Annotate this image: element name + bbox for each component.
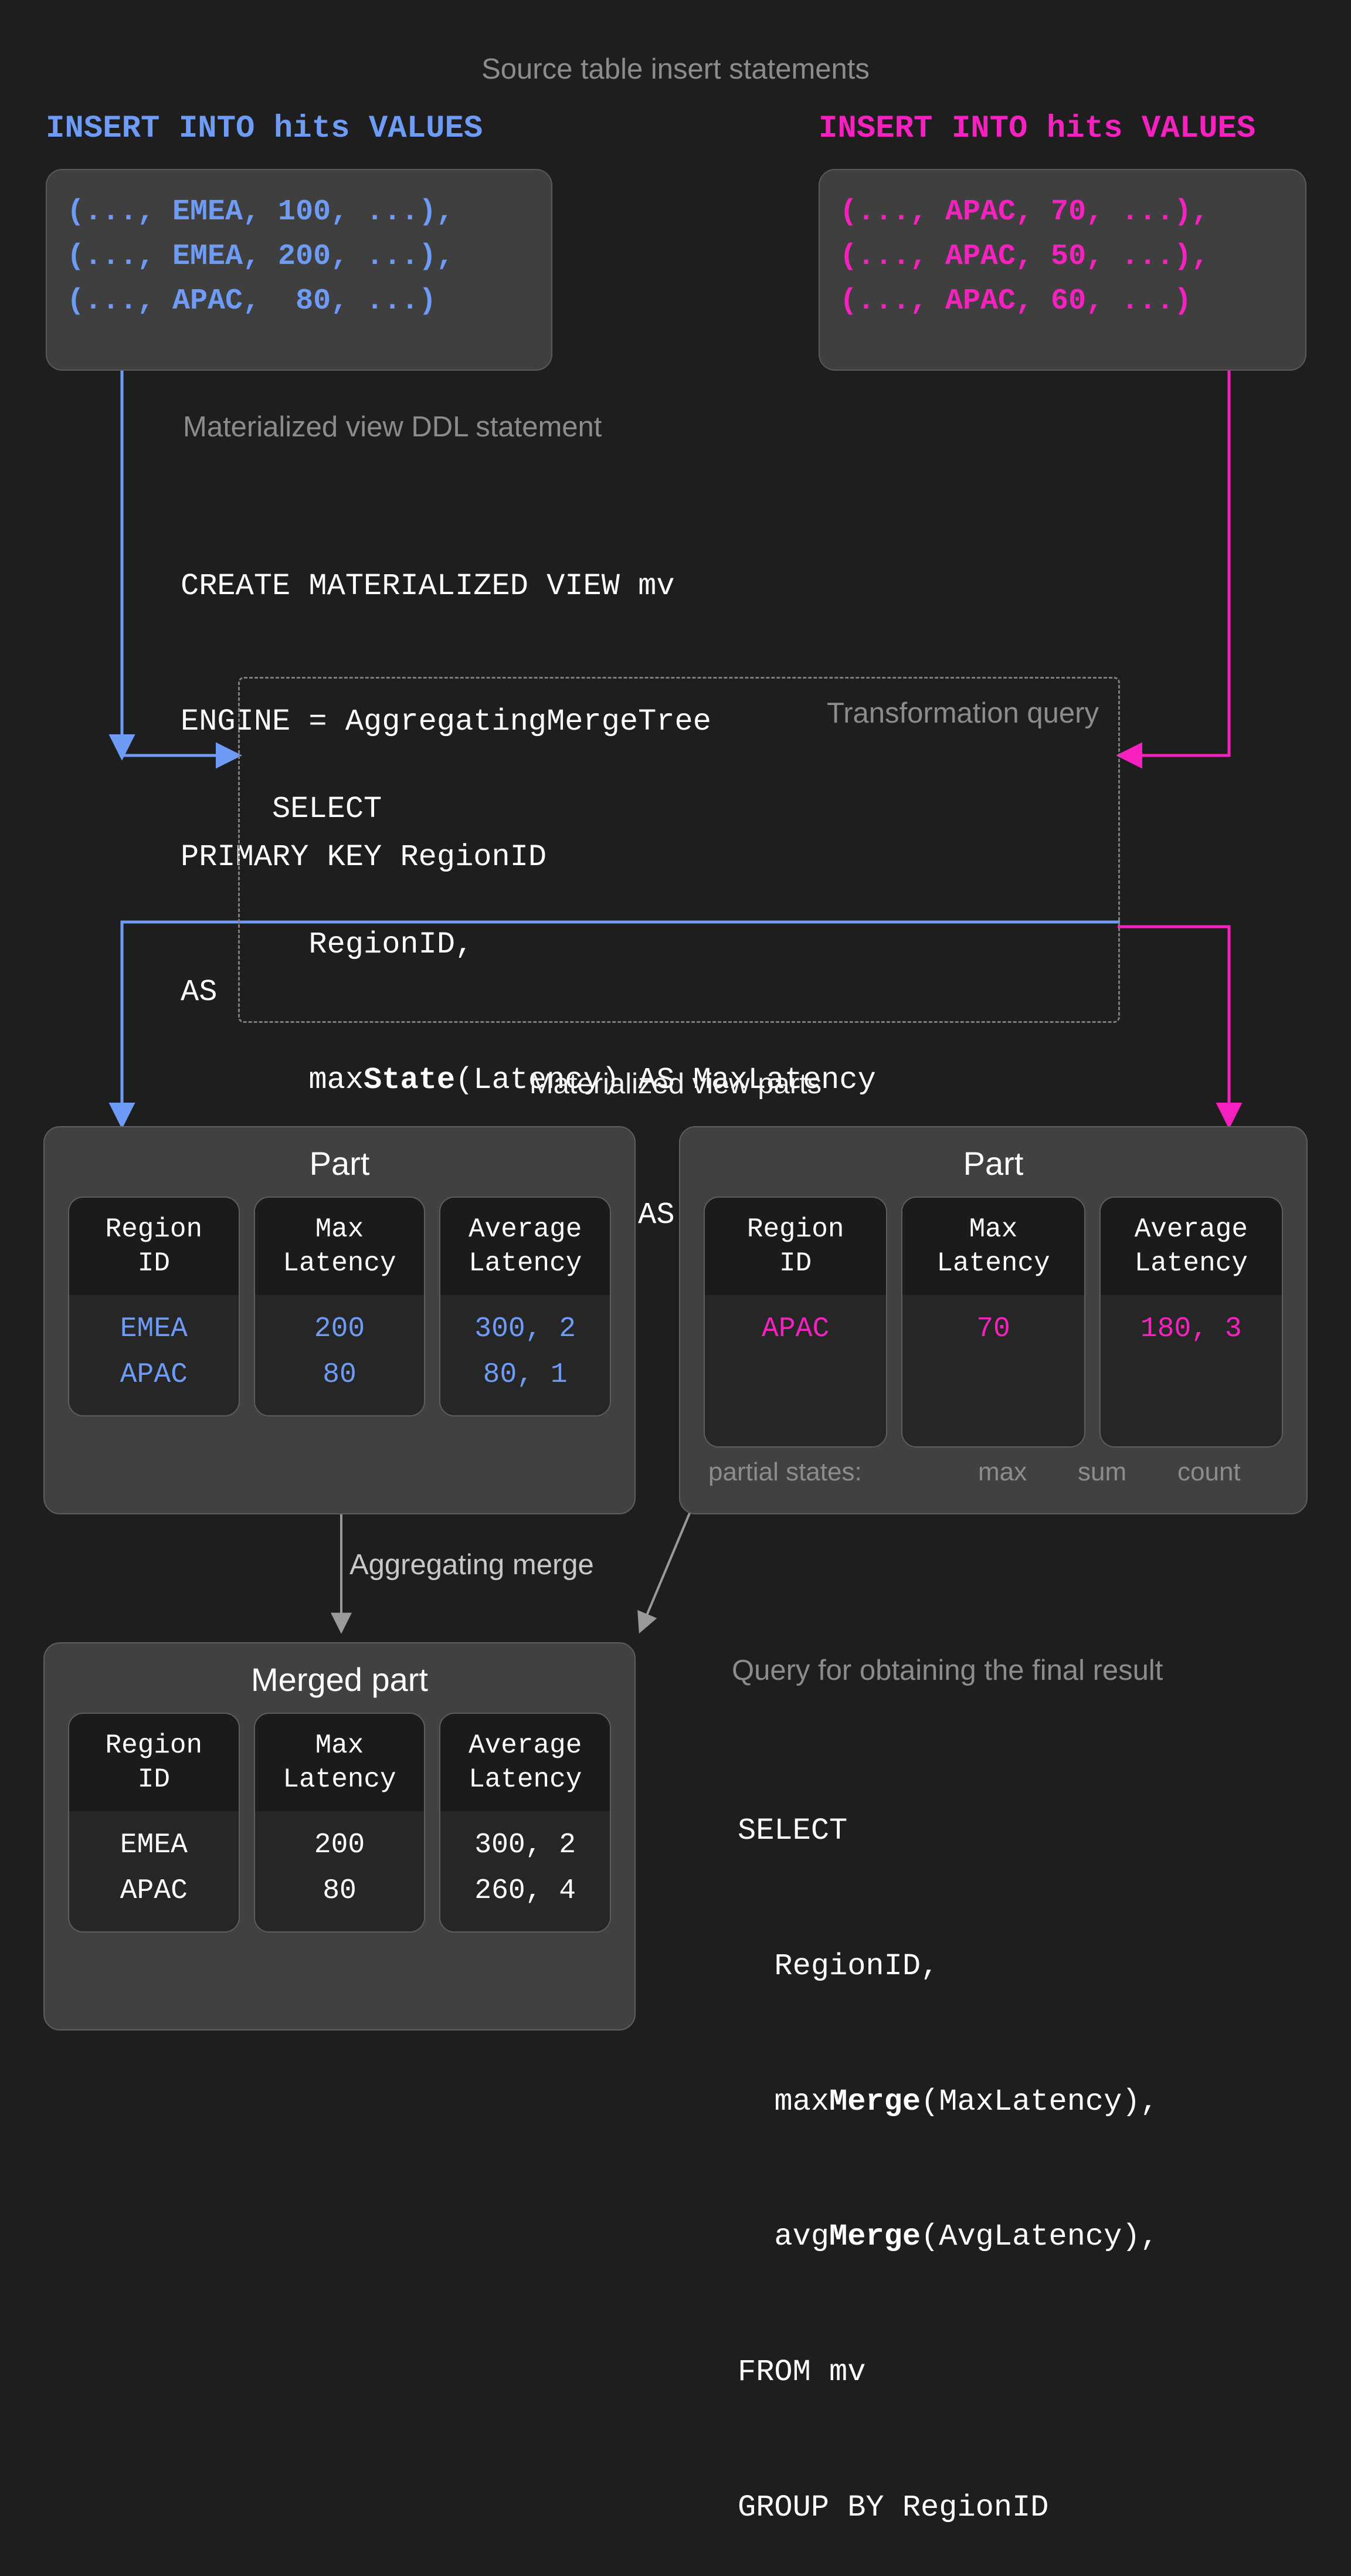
tq-maxstate-post: (Latency) AS MaxLatency bbox=[455, 1062, 876, 1097]
ddl-caption: Materialized view DDL statement bbox=[183, 411, 602, 443]
merged-part: Merged part Region ID EMEA APAC Max Late… bbox=[43, 1642, 636, 2031]
table-cell: 70 bbox=[976, 1313, 1010, 1345]
tq-line-maxstate: maxState(Latency) AS MaxLatency bbox=[272, 1058, 876, 1103]
table-cell: EMEA bbox=[120, 1829, 188, 1861]
partial-states-max: max bbox=[978, 1458, 1027, 1486]
insert-row: (..., APAC, 60, ...) bbox=[840, 284, 1192, 318]
column-header: Average Latency bbox=[1100, 1198, 1282, 1295]
tq-maxstate-bold: State bbox=[364, 1062, 456, 1097]
fq-avgmerge-pre: avg bbox=[738, 2219, 830, 2255]
ddl-line: AS bbox=[181, 975, 218, 1010]
aggregating-merge-label: Aggregating merge bbox=[349, 1549, 594, 1581]
final-query-code: SELECT RegionID, maxMerge(MaxLatency), a… bbox=[738, 1719, 1159, 2576]
table-cell: 260, 4 bbox=[474, 1875, 576, 1907]
column-header: Region ID bbox=[705, 1198, 887, 1295]
column-header: Region ID bbox=[69, 1198, 239, 1295]
fq-maxmerge-post: (MaxLatency), bbox=[921, 2084, 1159, 2119]
column-body: EMEA APAC bbox=[69, 1811, 239, 1932]
tq-line-select: SELECT bbox=[272, 791, 382, 826]
tq-line-regionid: RegionID, bbox=[272, 927, 474, 962]
table-cell: 300, 2 bbox=[474, 1313, 576, 1345]
column-region-id: Region ID EMEA APAC bbox=[68, 1197, 240, 1417]
column-body: EMEA APAC bbox=[69, 1294, 239, 1416]
mv-part-right: Part Region ID APAC Max Latency 70 Avera… bbox=[679, 1126, 1308, 1514]
table-cell: APAC bbox=[762, 1313, 830, 1345]
partial-states-sum: sum bbox=[1078, 1458, 1127, 1486]
column-max-latency: Max Latency 70 bbox=[901, 1197, 1085, 1448]
column-body: 200 80 bbox=[254, 1294, 425, 1416]
insert-row: (..., APAC, 70, ...), bbox=[840, 195, 1210, 229]
column-body: 70 bbox=[902, 1294, 1084, 1446]
source-section-caption: Source table insert statements bbox=[481, 53, 870, 85]
table-cell: EMEA bbox=[120, 1313, 188, 1345]
insert-row: (..., APAC, 80, ...) bbox=[67, 284, 437, 318]
insert-header-right: INSERT INTO hits VALUES bbox=[819, 111, 1256, 147]
ddl-line: CREATE MATERIALIZED VIEW mv bbox=[181, 568, 675, 604]
fq-line-avgmerge: avgMerge(AvgLatency), bbox=[738, 2215, 1159, 2260]
table-cell: 200 bbox=[314, 1313, 365, 1345]
insert-header-left: INSERT INTO hits VALUES bbox=[46, 111, 483, 147]
transformation-query-box bbox=[238, 677, 1120, 1023]
column-header: Average Latency bbox=[440, 1198, 610, 1295]
column-body: 180, 3 bbox=[1100, 1294, 1282, 1446]
ddl-statement: CREATE MATERIALIZED VIEW mv ENGINE = Agg… bbox=[181, 474, 711, 1060]
column-header: Max Latency bbox=[254, 1198, 425, 1295]
ddl-line: PRIMARY KEY RegionID bbox=[181, 839, 547, 875]
transformation-query-caption: Transformation query bbox=[827, 697, 1099, 729]
column-body: APAC bbox=[705, 1294, 887, 1446]
final-query-caption: Query for obtaining the final result bbox=[732, 1655, 1163, 1686]
fq-line-from: FROM mv bbox=[738, 2355, 866, 2390]
column-average-latency: Average Latency 180, 3 bbox=[1099, 1197, 1283, 1448]
column-body: 200 80 bbox=[254, 1811, 425, 1932]
column-header: Max Latency bbox=[902, 1198, 1084, 1295]
insert-row: (..., EMEA, 200, ...), bbox=[67, 240, 454, 273]
column-region-id: Region ID EMEA APAC bbox=[68, 1713, 240, 1933]
ddl-line: ENGINE = AggregatingMergeTree bbox=[181, 704, 711, 739]
table-cell: 200 bbox=[314, 1829, 365, 1861]
partial-states-count: count bbox=[1177, 1458, 1241, 1486]
table-cell: 80, 1 bbox=[483, 1358, 568, 1391]
table-cell: 300, 2 bbox=[474, 1829, 576, 1861]
merged-part-columns: Region ID EMEA APAC Max Latency 200 80 A… bbox=[68, 1713, 612, 1933]
fq-line-regionid: RegionID, bbox=[738, 1948, 939, 1984]
fq-line-maxmerge: maxMerge(MaxLatency), bbox=[738, 2080, 1159, 2125]
table-cell: APAC bbox=[120, 1875, 188, 1907]
fq-line-groupby: GROUP BY RegionID bbox=[738, 2490, 1049, 2526]
column-max-latency: Max Latency 200 80 bbox=[253, 1713, 426, 1933]
mv-part-left: Part Region ID EMEA APAC Max Latency 200… bbox=[43, 1126, 636, 1514]
table-cell: 180, 3 bbox=[1140, 1313, 1242, 1345]
mv-parts-caption: Materialized view parts bbox=[529, 1068, 822, 1100]
tq-maxstate-pre: max bbox=[272, 1062, 364, 1097]
fq-avgmerge-bold: Merge bbox=[829, 2219, 921, 2255]
fq-line-select: SELECT bbox=[738, 1813, 848, 1848]
column-header: Average Latency bbox=[440, 1714, 610, 1811]
table-cell: 80 bbox=[323, 1358, 357, 1391]
column-average-latency: Average Latency 300, 2 80, 1 bbox=[439, 1197, 612, 1417]
column-body: 300, 2 80, 1 bbox=[440, 1294, 610, 1416]
fq-avgmerge-post: (AvgLatency), bbox=[921, 2219, 1159, 2255]
insert-card-right: (..., APAC, 70, ...), (..., APAC, 50, ..… bbox=[819, 169, 1306, 371]
fq-maxmerge-bold: Merge bbox=[829, 2084, 921, 2119]
column-region-id: Region ID APAC bbox=[704, 1197, 888, 1448]
column-max-latency: Max Latency 200 80 bbox=[253, 1197, 426, 1417]
table-cell: 80 bbox=[323, 1875, 357, 1907]
partial-states-label: partial states: bbox=[708, 1458, 862, 1486]
fq-maxmerge-pre: max bbox=[738, 2084, 830, 2119]
part-title: Part bbox=[309, 1145, 370, 1182]
column-header: Region ID bbox=[69, 1714, 239, 1811]
column-body: 300, 2 260, 4 bbox=[440, 1811, 610, 1932]
table-cell: APAC bbox=[120, 1358, 188, 1391]
insert-row: (..., APAC, 50, ...), bbox=[840, 240, 1210, 273]
column-average-latency: Average Latency 300, 2 260, 4 bbox=[439, 1713, 612, 1933]
merged-part-title: Merged part bbox=[251, 1661, 428, 1698]
part-columns: Region ID EMEA APAC Max Latency 200 80 A… bbox=[68, 1197, 612, 1417]
column-header: Max Latency bbox=[254, 1714, 425, 1811]
insert-row: (..., EMEA, 100, ...), bbox=[67, 195, 454, 229]
part-columns: Region ID APAC Max Latency 70 Average La… bbox=[704, 1197, 1283, 1448]
part-title: Part bbox=[963, 1145, 1024, 1182]
insert-card-left: (..., EMEA, 100, ...), (..., EMEA, 200, … bbox=[46, 169, 552, 371]
